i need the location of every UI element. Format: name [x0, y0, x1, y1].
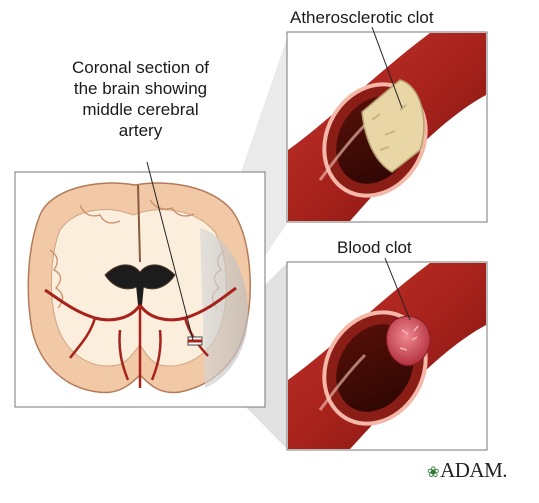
adam-logo-text: ADAM. [440, 458, 507, 482]
coronal-label-line-3: middle cerebral [28, 99, 253, 120]
adam-logo-icon: ❀ [427, 465, 439, 481]
blood-clot-label: Blood clot [337, 237, 412, 258]
brain-coronal-section [28, 183, 250, 393]
coronal-label-line-4: artery [28, 120, 253, 141]
coronal-label-line-2: the brain showing [28, 78, 253, 99]
coronal-label-line-1: Coronal section of [28, 57, 253, 78]
adam-logo: ❀ADAM. [427, 458, 507, 483]
atherosclerotic-clot-label: Atherosclerotic clot [290, 7, 434, 28]
coronal-section-label: Coronal section of the brain showing mid… [28, 57, 253, 141]
